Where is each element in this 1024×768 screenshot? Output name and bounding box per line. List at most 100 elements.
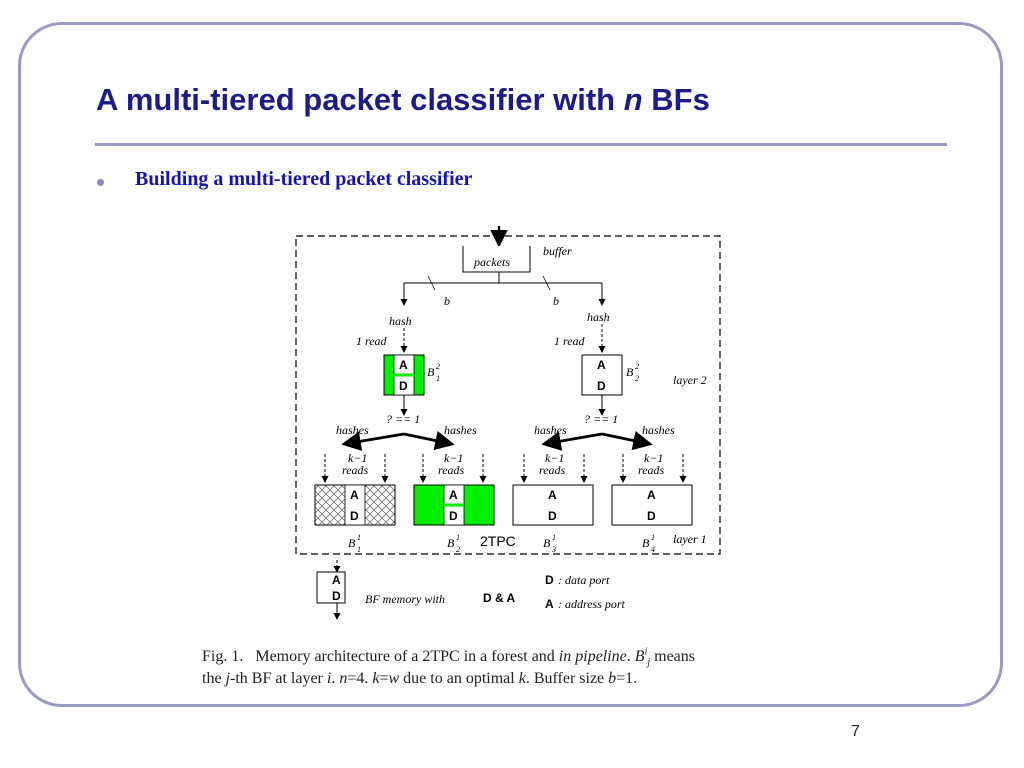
check-label-left: ? == 1	[386, 412, 420, 426]
bf-node-b12: A D	[383, 354, 425, 396]
legend-bf-memory: A D	[316, 560, 346, 620]
caption-the: the	[202, 670, 226, 687]
reads-label-3: reads	[539, 463, 566, 477]
svg-text:B: B	[543, 536, 551, 550]
bf-node-b21: A D	[413, 484, 495, 526]
b-label-left: b	[444, 294, 450, 308]
layer2-label: layer 2	[673, 373, 707, 387]
architecture-diagram: packets buffer b b hash hash 1 read 1 re…	[295, 226, 721, 620]
caption-n: n	[339, 670, 348, 687]
b-tick-left	[427, 275, 436, 291]
caption-k: k	[372, 670, 380, 687]
svg-text:D: D	[647, 509, 656, 523]
bf-label-b22: B 2 2	[626, 362, 639, 383]
caption-sep: .	[626, 648, 635, 665]
caption-text-4: =4.	[347, 670, 373, 687]
caption-j: j	[225, 670, 230, 687]
caption-k2: k	[518, 670, 526, 687]
caption-line-2: the j-th BF at layer i. n=4. k=w due to …	[202, 668, 842, 690]
caption-text-2: -th BF at layer	[230, 670, 327, 687]
svg-text:1: 1	[436, 374, 440, 383]
svg-text:1: 1	[456, 533, 460, 542]
hashes-label-2: hashes	[444, 423, 477, 437]
svg-text:2: 2	[456, 545, 460, 554]
bf-node-b41: A D	[611, 484, 693, 526]
caption-text-3: .	[331, 670, 340, 687]
legend-d-and-a: D & A	[483, 591, 516, 605]
caption-i: i	[326, 670, 332, 687]
svg-text:2: 2	[635, 374, 639, 383]
reads-label-2: reads	[438, 463, 465, 477]
packets-label: packets	[473, 255, 510, 269]
svg-text:D: D	[449, 509, 458, 523]
svg-text:A: A	[449, 488, 458, 502]
svg-text:B: B	[642, 536, 650, 550]
check-label-right: ? == 1	[584, 412, 618, 426]
fanout-left-b	[403, 430, 455, 451]
bf-label-b11: B 1 1	[348, 533, 361, 554]
legend-bf-memory-text: BF memory with	[365, 592, 445, 606]
svg-text:B: B	[626, 365, 634, 379]
page-number: 7	[851, 723, 860, 740]
svg-text:1: 1	[357, 533, 361, 542]
caption-fig: Fig. 1.	[202, 648, 244, 665]
bf-node-b31: A D	[512, 484, 594, 526]
svg-text:A: A	[647, 488, 656, 502]
svg-text:1: 1	[357, 545, 361, 554]
caption-in-pipeline: in pipeline	[558, 648, 627, 665]
caption-line-1: Fig. 1. Memory architecture of a 2TPC in…	[202, 646, 842, 668]
tpc-dashed-boundary	[295, 235, 721, 555]
svg-text:D: D	[350, 509, 359, 523]
caption-b-symbol: B	[634, 648, 645, 665]
bf-label-b12: B 2 1	[427, 362, 440, 383]
svg-text:B: B	[427, 365, 435, 379]
bf-label-b31: B 1 3	[543, 533, 556, 554]
bullet-icon	[97, 179, 104, 186]
slide-title: A multi-tiered packet classifier with n …	[96, 82, 710, 118]
bf-label-b21: B 1 2	[447, 533, 460, 554]
hash-label-right: hash	[587, 310, 610, 324]
svg-text:A: A	[332, 573, 341, 587]
title-suffix: BFs	[642, 82, 710, 117]
reads-label-4: reads	[638, 463, 665, 477]
tpc-label: 2TPC	[480, 533, 516, 549]
svg-text:3: 3	[551, 545, 556, 554]
svg-text:A: A	[350, 488, 359, 502]
layer1-read-arrows	[321, 454, 687, 483]
bf-label-b41: B 1 4	[642, 533, 655, 554]
hash-label-left: hash	[389, 314, 412, 328]
svg-text:D: D	[399, 379, 408, 393]
fanout-right-a	[541, 431, 603, 451]
k-minus-1-label-1: k−1	[348, 451, 367, 465]
one-read-right: 1 read	[554, 334, 586, 348]
k-minus-1-label-4: k−1	[644, 451, 663, 465]
caption-b-size: b	[608, 670, 617, 687]
legend-d-letter: D	[545, 573, 554, 587]
svg-text:D: D	[597, 379, 606, 393]
caption-means: means	[650, 648, 695, 665]
svg-text:D: D	[332, 589, 341, 603]
fanout-right-b	[601, 430, 653, 451]
svg-text:2: 2	[635, 362, 639, 371]
b-tick-right	[542, 275, 551, 291]
svg-text:1: 1	[552, 533, 556, 542]
legend-data-port: : data port	[558, 573, 610, 587]
title-divider	[95, 143, 947, 146]
caption-text-1: Memory architecture of a 2TPC in a fores…	[255, 648, 559, 665]
bf-node-b22: A D	[581, 354, 623, 396]
svg-text:A: A	[399, 358, 408, 372]
svg-text:A: A	[597, 358, 606, 372]
bf-node-b11: A D	[314, 484, 396, 526]
svg-text:4: 4	[651, 545, 655, 554]
caption-text-5: due to an optimal	[399, 670, 519, 687]
caption-w: w	[388, 670, 400, 687]
bullet-text: Building a multi-tiered packet classifie…	[135, 168, 473, 190]
svg-text:B: B	[447, 536, 455, 550]
caption-eq: =	[379, 670, 389, 687]
caption-text-6: . Buffer size	[525, 670, 609, 687]
k-minus-1-label-3: k−1	[545, 451, 564, 465]
legend-address-port: : address port	[558, 597, 626, 611]
legend-a-letter: A	[545, 597, 554, 611]
hashes-label-3: hashes	[534, 423, 567, 437]
b-label-right: b	[553, 294, 559, 308]
